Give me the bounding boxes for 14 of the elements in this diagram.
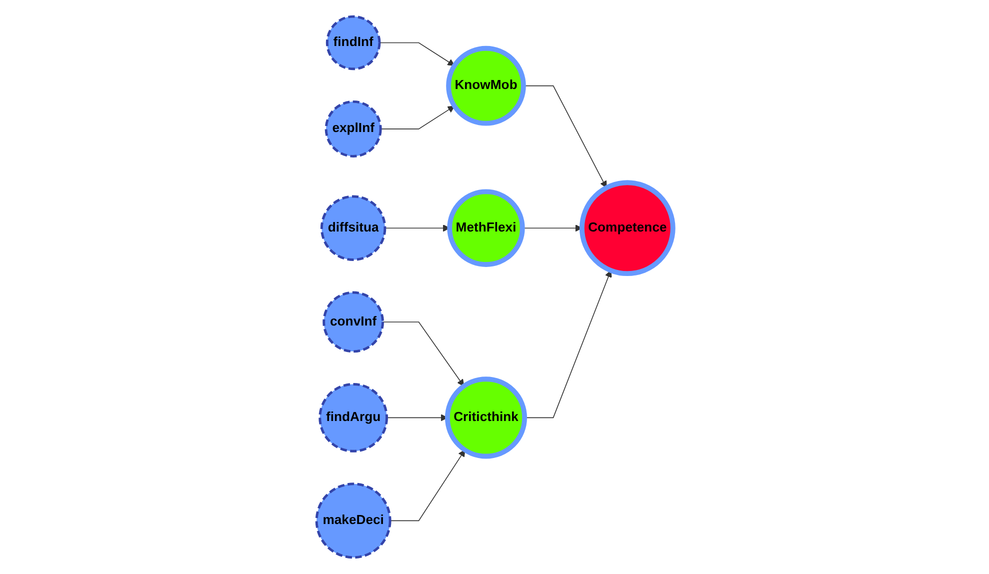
node-circle: convInf bbox=[322, 291, 384, 353]
arrow bbox=[378, 42, 455, 66]
arrow bbox=[389, 450, 465, 522]
arrow bbox=[382, 322, 464, 386]
node-circle: makeDeci bbox=[315, 482, 392, 559]
node-circle: findArgu bbox=[318, 382, 388, 452]
arrow bbox=[380, 106, 455, 130]
node-circle: findInf bbox=[326, 15, 380, 70]
node-circle: diffsitua bbox=[320, 195, 386, 261]
node-circle: explInf bbox=[324, 100, 382, 158]
node-circle: Competence bbox=[579, 180, 676, 276]
node-circle: KnowMob bbox=[446, 46, 526, 126]
node-circle: Criticthink bbox=[444, 376, 527, 459]
node-circle: MethFlexi bbox=[446, 189, 525, 267]
